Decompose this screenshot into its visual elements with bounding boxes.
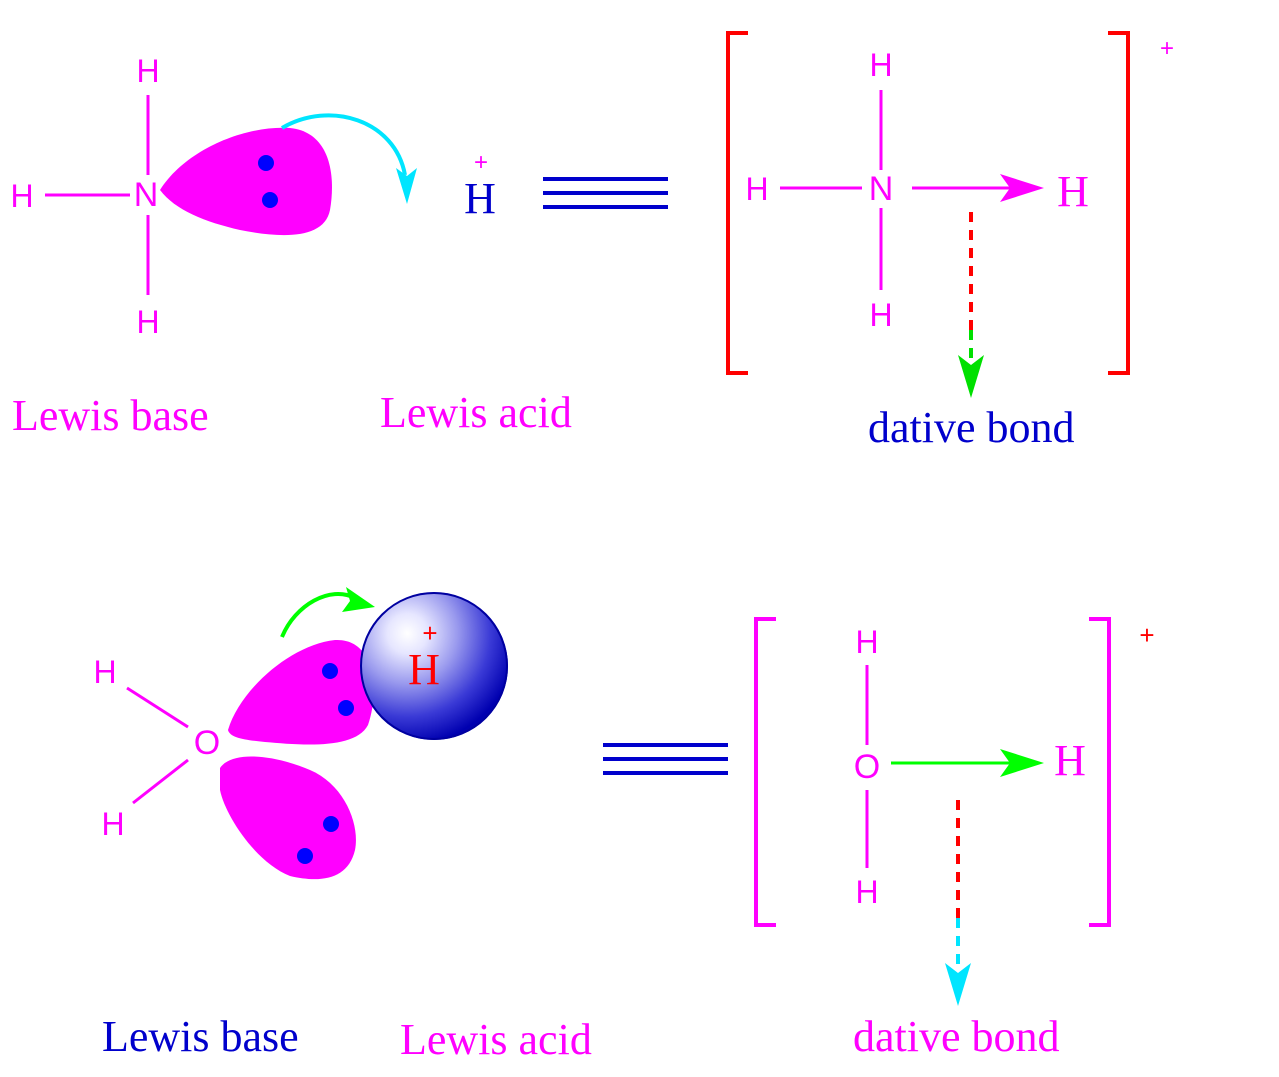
atom-h-upper: H <box>93 654 116 690</box>
lone-pair-electron <box>323 816 339 832</box>
left-bracket <box>726 31 748 375</box>
lone-pair-electron <box>262 192 278 208</box>
equivalence-sign <box>603 743 728 775</box>
atom-n: N <box>869 170 894 208</box>
right-bracket <box>1108 31 1130 375</box>
label-lewis-acid: Lewis acid <box>380 388 572 437</box>
equivalence-sign <box>543 177 668 209</box>
atom-h-left: H <box>10 178 33 214</box>
lone-pair-electron <box>297 848 313 864</box>
dative-pointer-head <box>958 355 984 398</box>
left-bracket <box>754 617 776 927</box>
atom-h-dative: H <box>1057 167 1089 216</box>
complex-charge: + <box>1160 35 1174 62</box>
electron-pair-arrow <box>280 113 407 176</box>
proton-lewis-acid: + H <box>360 592 508 740</box>
atom-h-dative: H <box>1054 736 1086 785</box>
atom-h-bottom: H <box>136 304 159 340</box>
hydronium-complex: + O H H H <box>754 617 1155 1006</box>
electron-pair-arrow <box>280 592 356 638</box>
dative-arrowhead <box>1000 174 1044 202</box>
proton-symbol: H <box>464 174 496 223</box>
proton-charge: + <box>474 149 488 176</box>
label-dative-bond: dative bond <box>868 403 1075 452</box>
lone-pair-lobe <box>220 756 356 880</box>
atom-h-bottom: H <box>855 874 878 910</box>
atom-h-left: H <box>745 171 768 207</box>
lone-pair-electron <box>258 155 274 171</box>
label-dative-bond: dative bond <box>853 1012 1060 1061</box>
label-lewis-base: Lewis base <box>102 1012 299 1061</box>
right-bracket <box>1089 617 1111 927</box>
dative-pointer-head <box>945 963 971 1006</box>
complex-charge: + <box>1139 620 1154 650</box>
ammonia-lewis-base: N H H H <box>10 53 332 340</box>
atom-h-top: H <box>855 624 878 660</box>
atom-o: O <box>854 748 880 786</box>
arrow-head <box>396 168 417 204</box>
proton-lewis-acid: + H <box>464 149 496 223</box>
o-h-bond-upper <box>126 686 189 729</box>
label-lewis-acid: Lewis acid <box>400 1015 592 1064</box>
lone-pair-lobe <box>160 127 332 236</box>
atom-h-bottom: H <box>869 297 892 333</box>
proton-sphere <box>360 592 508 740</box>
label-lewis-base: Lewis base <box>12 391 209 440</box>
atom-n: N <box>134 176 159 214</box>
atom-h-top: H <box>869 47 892 83</box>
proton-sphere-outline <box>360 592 508 740</box>
lone-pair-electron <box>338 700 354 716</box>
ammonium-complex: + N H H H H <box>726 31 1174 398</box>
o-h-bond-lower <box>132 758 189 805</box>
proton-symbol: H <box>408 645 440 694</box>
atom-h-top: H <box>136 53 159 89</box>
arrow-head <box>342 587 375 612</box>
lone-pair-electron <box>322 663 338 679</box>
atom-h-lower: H <box>101 806 124 842</box>
water-lewis-base: O H H <box>93 639 374 880</box>
proton-charge: + <box>422 618 437 648</box>
dative-arrowhead <box>1000 749 1044 777</box>
lone-pair-lobe <box>228 639 374 745</box>
atom-o: O <box>194 724 220 762</box>
